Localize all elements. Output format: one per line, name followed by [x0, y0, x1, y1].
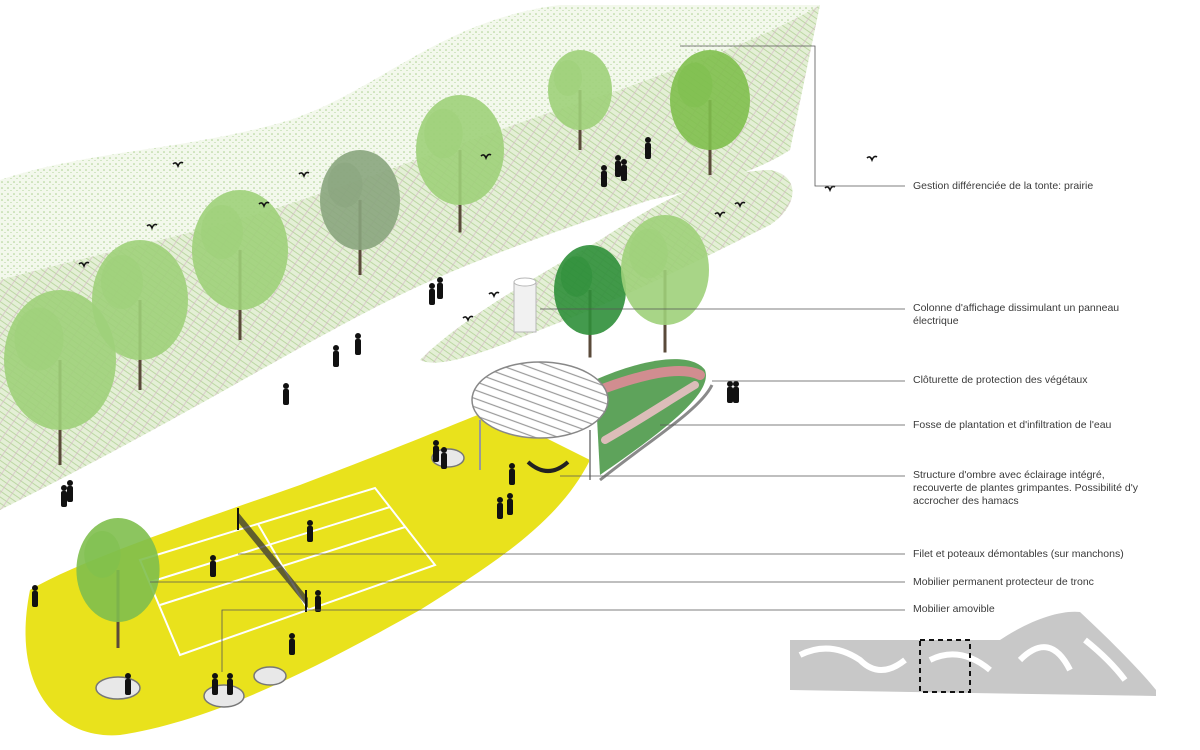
person-6 — [315, 590, 321, 612]
label-pit: Fosse de plantation et d'infiltration de… — [913, 419, 1112, 431]
person-8 — [212, 673, 218, 695]
bird-9 — [824, 185, 836, 193]
badminton-court — [138, 486, 437, 657]
person-17 — [437, 277, 443, 299]
tree-10 — [76, 518, 160, 648]
bird-4 — [258, 201, 270, 209]
label-pergola: Structure d'ombre avec éclairage intégré… — [913, 469, 1138, 507]
tree-3 — [192, 190, 288, 340]
person-21 — [645, 137, 651, 159]
person-13 — [497, 497, 503, 519]
tree-2 — [92, 240, 188, 390]
label-trunk: Mobilier permanent protecteur de tronc — [913, 576, 1094, 588]
person-24 — [621, 159, 627, 181]
label-fence: Clôturette de protection des végétaux — [913, 374, 1088, 386]
person-26 — [733, 381, 739, 403]
person-19 — [333, 345, 339, 367]
person-25 — [727, 381, 733, 403]
tree-6 — [548, 50, 612, 150]
people-silhouettes — [32, 137, 739, 695]
tree-1 — [4, 290, 116, 465]
person-7 — [289, 633, 295, 655]
tree-9 — [621, 215, 709, 353]
leader-lines — [150, 45, 905, 672]
mobile-bench-3 — [431, 448, 465, 468]
person-12 — [441, 447, 447, 469]
tree-4 — [320, 150, 400, 275]
person-18 — [355, 333, 361, 355]
person-11 — [433, 440, 439, 462]
bird-5 — [298, 171, 310, 179]
bird-3 — [78, 261, 90, 269]
bird-7 — [734, 201, 746, 209]
key-plan — [790, 611, 1156, 696]
mobile-bench-2 — [253, 666, 287, 686]
protective-fence — [599, 384, 714, 482]
bird-12 — [462, 315, 474, 323]
advertising-column — [513, 277, 537, 333]
badminton-net — [237, 508, 308, 612]
person-10 — [125, 673, 131, 695]
court-surface — [25, 410, 590, 736]
label-mowing: Gestion différenciée de la tonte: prairi… — [913, 180, 1094, 192]
tree-8 — [554, 245, 626, 358]
hammock — [526, 460, 570, 473]
label-mobile: Mobilier amovible — [913, 603, 995, 615]
person-20 — [283, 383, 289, 405]
person-4 — [210, 555, 216, 577]
label-column: Colonne d'affichage dissimulant un panne… — [913, 302, 1120, 327]
person-23 — [615, 155, 621, 177]
person-5 — [307, 520, 313, 542]
birds — [78, 153, 878, 323]
leader-mobile — [221, 609, 905, 672]
planting-pit — [595, 359, 706, 475]
person-9 — [227, 673, 233, 695]
person-16 — [429, 283, 435, 305]
bird-2 — [146, 223, 158, 231]
bird-8 — [714, 211, 726, 219]
meadow-band — [0, 5, 820, 510]
tree-7 — [670, 50, 750, 175]
key-plan-frame — [919, 639, 971, 693]
court-outline — [138, 486, 437, 657]
person-1 — [32, 585, 38, 607]
leader-mowing — [680, 45, 905, 187]
person-15 — [509, 463, 515, 485]
person-22 — [601, 165, 607, 187]
bird-6 — [480, 153, 492, 161]
person-2 — [67, 480, 73, 502]
person-14 — [507, 493, 513, 515]
tree-5 — [416, 95, 504, 233]
bird-1 — [172, 161, 184, 169]
tree-group — [4, 50, 750, 648]
bird-10 — [866, 155, 878, 163]
bird-11 — [488, 291, 500, 299]
mobile-bench-1 — [203, 684, 245, 708]
pergola-shade-structure — [471, 361, 609, 480]
label-net: Filet et poteaux démontables (sur mancho… — [913, 548, 1124, 560]
trunk-protector-bench — [95, 676, 141, 700]
person-3 — [61, 485, 67, 507]
